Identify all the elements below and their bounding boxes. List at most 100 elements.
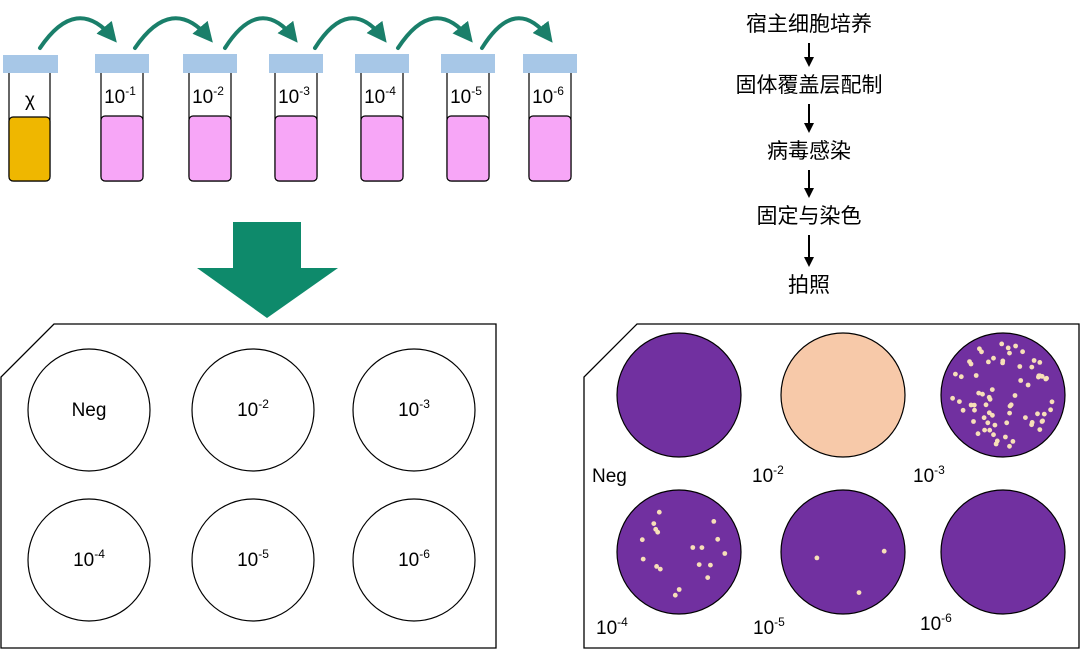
plaque (1004, 420, 1010, 426)
transfer-arrow (313, 16, 387, 50)
label-base: 10 (398, 400, 419, 421)
workflow-step: 固定与染色 (757, 204, 862, 228)
plaque (1023, 415, 1028, 420)
label-exponent: -5 (258, 547, 269, 561)
result-well: 10-4 (596, 489, 742, 639)
plaque (814, 555, 820, 561)
plaque (1041, 411, 1047, 417)
plaque (1020, 349, 1025, 355)
workflow-step: 固体覆盖层配制 (736, 73, 883, 97)
label-exponent: -4 (617, 615, 628, 629)
well-circle (780, 489, 906, 615)
well-label: 10-6 (398, 547, 430, 571)
plaque (985, 420, 991, 426)
label-base: 10 (364, 87, 385, 108)
plaque (1037, 427, 1043, 432)
dilution-tube: 10-2 (183, 54, 237, 182)
diluted-liquid (528, 115, 572, 182)
well-circle (352, 498, 476, 622)
well-label: 10-5 (237, 547, 269, 571)
plaque (1037, 360, 1043, 365)
plaque (1007, 350, 1012, 356)
plaque (676, 587, 682, 592)
plaque (976, 390, 982, 396)
label-exponent: -1 (125, 84, 136, 98)
plaque (989, 387, 995, 392)
well-circle (352, 348, 476, 472)
label-base: 10 (398, 550, 419, 571)
plaque (987, 427, 993, 433)
plaque (640, 556, 646, 562)
plaque (1029, 422, 1034, 428)
well-label: 10-4 (596, 615, 628, 639)
label-base: 10 (920, 614, 941, 635)
label-base: 10 (73, 550, 94, 571)
tube-cap (183, 54, 237, 73)
plaque (715, 536, 721, 542)
template-well: 10-3 (352, 348, 476, 472)
plaque (656, 509, 662, 515)
tube-cap (441, 54, 495, 73)
plaque (960, 407, 966, 413)
plaque (971, 419, 976, 424)
plaque (699, 545, 705, 550)
label-exponent: -3 (419, 397, 430, 411)
plaque (980, 391, 985, 397)
plaque (957, 399, 962, 404)
plaque (1044, 375, 1049, 381)
label-base: 10 (532, 87, 553, 108)
plaque (708, 562, 713, 568)
template-well: 10-2 (191, 348, 315, 472)
plaque (1000, 358, 1006, 364)
plaque (1010, 439, 1016, 444)
plaque (651, 521, 657, 526)
dilution-tube: 10-6 (523, 54, 577, 182)
plaque (881, 548, 887, 554)
diluted-liquid (360, 115, 404, 182)
well-circle (27, 348, 151, 472)
plaque (982, 427, 987, 433)
label-base: 10 (752, 466, 773, 487)
label-exponent: -2 (773, 463, 784, 477)
well-circle (940, 489, 1066, 615)
label-exponent: -2 (258, 397, 269, 411)
well-label: Neg (72, 400, 107, 421)
result-well: 10-6 (920, 489, 1066, 635)
label-base: 10 (104, 87, 125, 108)
workflow-step: 病毒感染 (767, 139, 851, 163)
plaque (991, 355, 996, 361)
label-exponent: -6 (553, 84, 564, 98)
workflow-step: 拍照 (788, 273, 830, 297)
plaque (979, 349, 984, 355)
well-circle (191, 348, 315, 472)
plaque (856, 590, 862, 595)
dilution-tube: 10-1 (95, 54, 149, 182)
dilution-tube: 10-5 (441, 54, 495, 182)
plaque (1018, 378, 1024, 383)
label-base: 10 (753, 618, 774, 639)
tube-label: 10-6 (532, 84, 564, 108)
result-well: 10-3 (913, 332, 1066, 487)
well-circle (27, 498, 151, 622)
well-label: 10-5 (753, 615, 785, 639)
plaque (722, 551, 728, 556)
label-exponent: -3 (299, 84, 310, 98)
plaque (973, 373, 979, 378)
plaque (654, 564, 659, 569)
tube-cap (355, 54, 409, 73)
well-label: 10-4 (73, 547, 105, 571)
diluted-liquid (188, 115, 232, 182)
plaque (967, 359, 972, 364)
diluted-liquid (446, 115, 490, 182)
plaque (1040, 418, 1045, 424)
plaque (986, 359, 991, 365)
plaque (1008, 402, 1014, 408)
plaque (657, 566, 663, 572)
transfer-arrow (133, 16, 213, 50)
result-well: 10-2 (752, 332, 906, 487)
transfer-arrow (38, 16, 117, 50)
